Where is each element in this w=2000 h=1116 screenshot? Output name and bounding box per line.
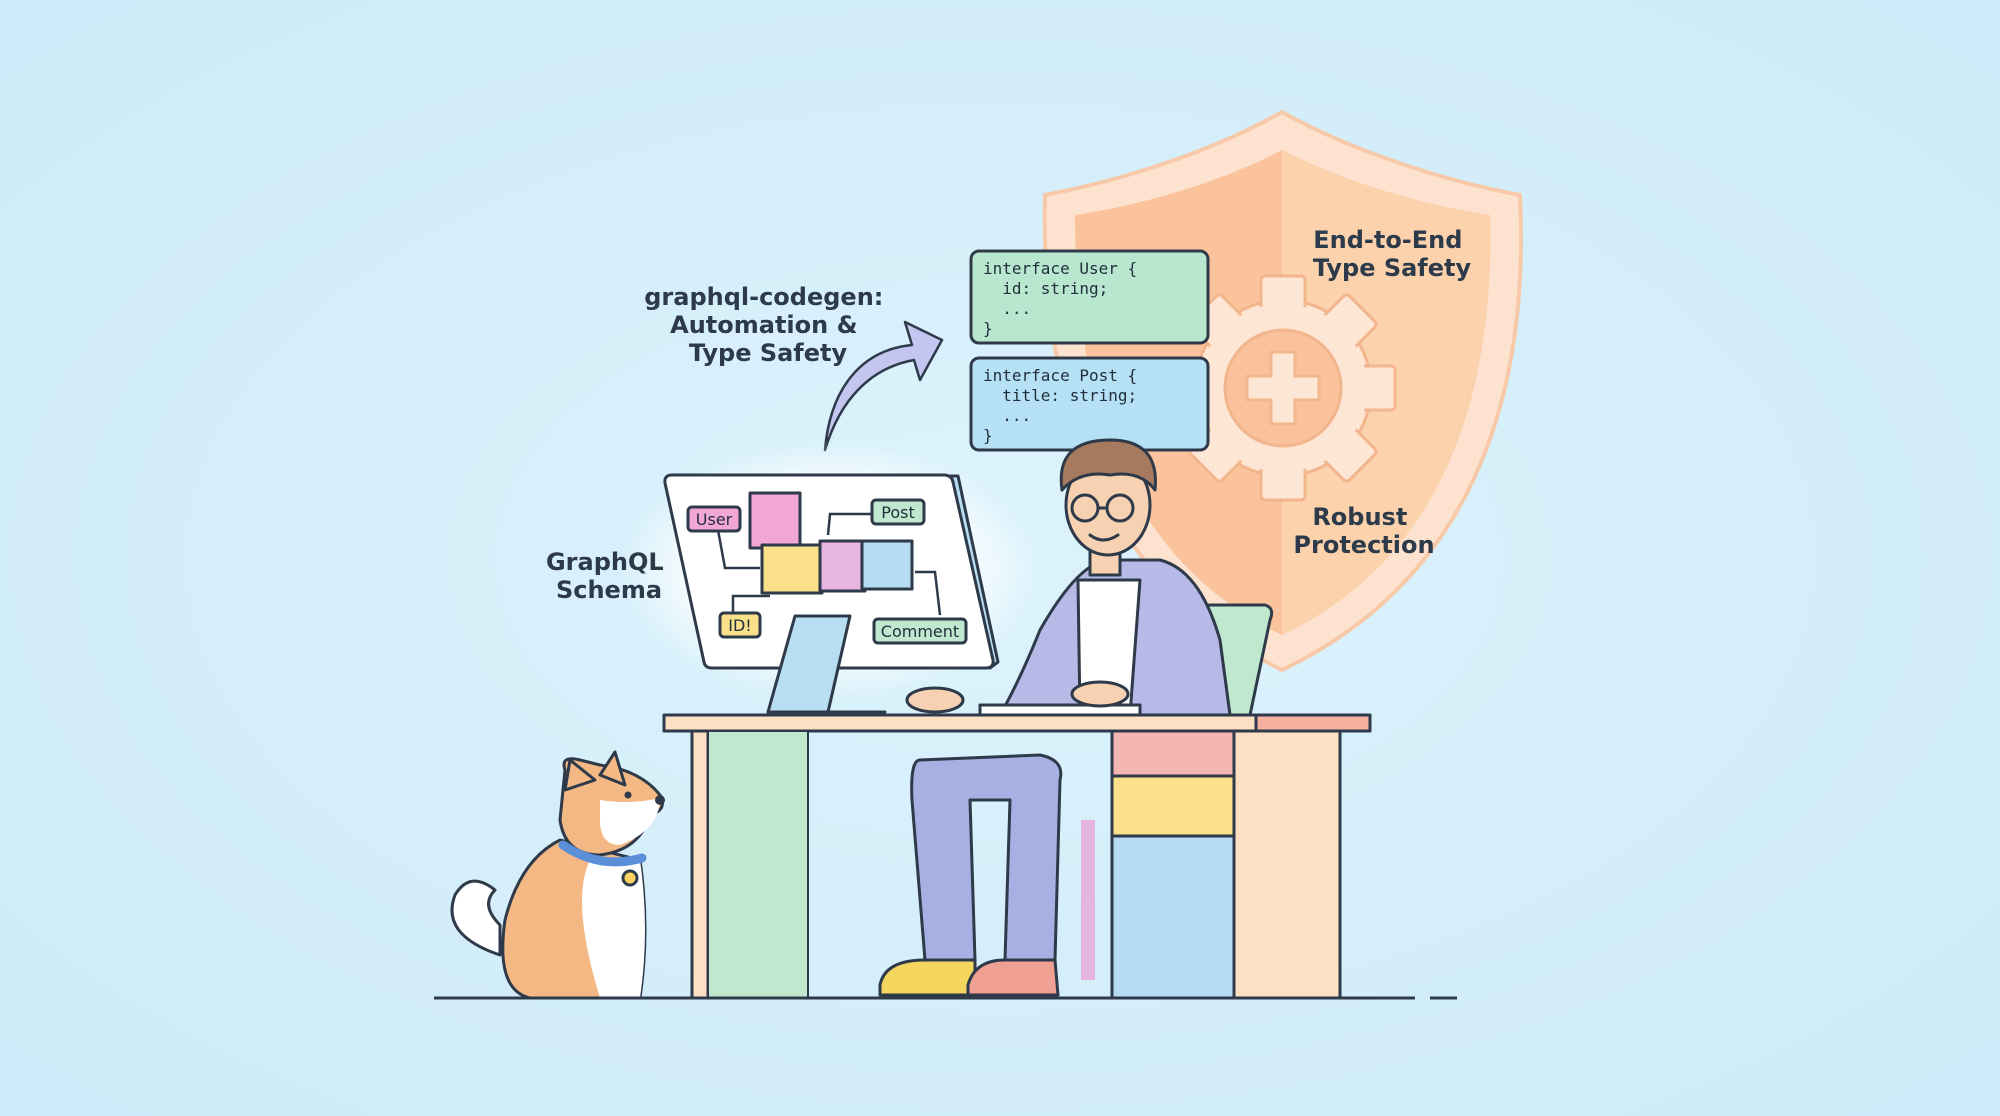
drawer bbox=[1110, 834, 1236, 1000]
gear-icon bbox=[1169, 274, 1397, 502]
shoe bbox=[966, 958, 1060, 997]
drawer bbox=[1110, 729, 1236, 778]
dog-eye bbox=[624, 791, 632, 799]
person bbox=[878, 438, 1232, 997]
desk bbox=[662, 713, 1372, 1000]
svg-text:ID!: ID! bbox=[728, 616, 751, 635]
schema-node-comment: Comment bbox=[872, 617, 968, 645]
dog-collar bbox=[558, 840, 647, 867]
legs bbox=[910, 753, 1063, 962]
code-line: id: string; bbox=[983, 279, 1108, 298]
schema-label: GraphQL Schema bbox=[546, 548, 672, 604]
code-line: title: string; bbox=[983, 386, 1137, 405]
drawer bbox=[1110, 774, 1236, 838]
code-block-user: interface User { id: string; ... } bbox=[969, 249, 1210, 345]
svg-text:User: User bbox=[696, 510, 733, 529]
type-safety-label: End-to-End Type Safety bbox=[1313, 226, 1472, 282]
dog bbox=[450, 750, 665, 1000]
arrow-icon bbox=[823, 320, 944, 452]
hand bbox=[905, 686, 965, 714]
schema-node-post: Post bbox=[870, 498, 926, 526]
schema-connectors bbox=[716, 512, 942, 625]
dog-nose bbox=[655, 795, 665, 805]
dog-ear bbox=[563, 758, 597, 792]
code-line: } bbox=[983, 426, 993, 445]
monitor: User Post ID! Comment bbox=[620, 440, 1040, 714]
code-block-post: interface Post { title: string; ... } bbox=[969, 356, 1210, 452]
code-line: ... bbox=[983, 299, 1031, 318]
glasses-icon bbox=[1070, 493, 1135, 523]
dog-ear bbox=[598, 750, 627, 787]
shoe bbox=[878, 958, 977, 997]
puzzle-pieces bbox=[748, 491, 914, 595]
hand bbox=[1070, 680, 1130, 708]
dog-tag bbox=[621, 869, 639, 887]
code-line: } bbox=[983, 319, 993, 338]
dog-tail bbox=[450, 879, 502, 957]
code-line: interface Post { bbox=[983, 366, 1137, 385]
svg-text:Post: Post bbox=[881, 503, 914, 522]
schema-node-user: User bbox=[686, 505, 742, 533]
codegen-label: graphql-codegen: Automation & Type Safet… bbox=[644, 283, 892, 367]
hair bbox=[1059, 438, 1157, 492]
code-line: ... bbox=[983, 406, 1031, 425]
protection-label: Robust Protection bbox=[1293, 503, 1434, 559]
plus-icon bbox=[1245, 350, 1321, 426]
code-line: interface User { bbox=[983, 259, 1137, 278]
svg-text:Comment: Comment bbox=[881, 622, 959, 641]
schema-node-id: ID! bbox=[718, 611, 762, 639]
